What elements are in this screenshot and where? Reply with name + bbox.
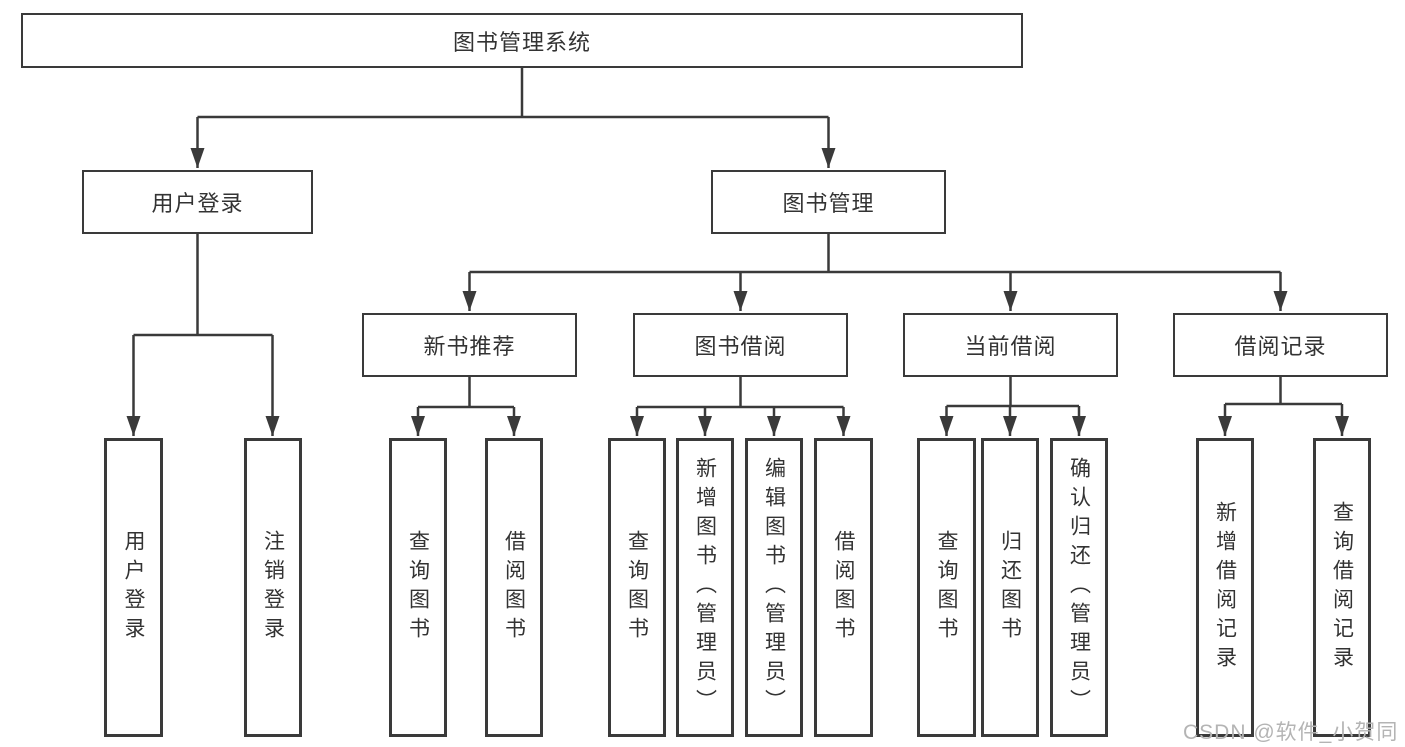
node-current-borrowing: 当前借阅 [903,313,1118,377]
leaf-bb-edit-books-admin: 编辑图书（管理员） [745,438,803,737]
node-user-login: 用户登录 [82,170,313,234]
leaf-cb-return-books: 归还图书 [981,438,1039,737]
leaf-br-add-record: 新增借阅记录 [1196,438,1254,737]
leaf-bb-add-books-admin: 新增图书（管理员） [676,438,734,737]
leaf-br-add-record-label: 新增借阅记录 [1213,500,1237,675]
node-book-management: 图书管理 [711,170,946,234]
leaf-rec-borrow-books-label: 借阅图书 [502,529,526,646]
leaf-cb-query-books: 查询图书 [917,438,976,737]
leaf-br-query-record-label: 查询借阅记录 [1330,500,1354,675]
leaf-bb-query-books-label: 查询图书 [625,529,649,646]
leaf-user-login-label: 用户登录 [122,529,145,646]
leaf-rec-borrow-books: 借阅图书 [485,438,543,737]
leaf-user-login: 用户登录 [104,438,163,737]
leaf-logout: 注销登录 [244,438,302,737]
leaf-rec-query-books-label: 查询图书 [406,529,430,646]
leaf-bb-borrow-books-label: 借阅图书 [832,529,855,646]
node-root: 图书管理系统 [21,13,1023,68]
leaf-logout-label: 注销登录 [261,529,285,646]
leaf-bb-query-books: 查询图书 [608,438,666,737]
leaf-rec-query-books: 查询图书 [389,438,447,737]
csdn-watermark: CSDN @软件_小贺同学 [1183,721,1399,744]
leaf-cb-query-books-label: 查询图书 [935,529,958,646]
leaf-cb-confirm-return-admin: 确认归还（管理员） [1050,438,1108,737]
leaf-bb-edit-books-admin-label: 编辑图书（管理员） [762,457,786,718]
leaf-br-query-record: 查询借阅记录 [1313,438,1371,737]
node-new-book-recommendation: 新书推荐 [362,313,577,377]
node-borrowing-record: 借阅记录 [1173,313,1388,377]
leaf-cb-confirm-return-admin-label: 确认归还（管理员） [1067,457,1091,718]
leaf-cb-return-books-label: 归还图书 [998,529,1022,646]
leaf-bb-borrow-books: 借阅图书 [814,438,873,737]
node-book-borrowing: 图书借阅 [633,313,848,377]
leaf-bb-add-books-admin-label: 新增图书（管理员） [693,457,717,718]
